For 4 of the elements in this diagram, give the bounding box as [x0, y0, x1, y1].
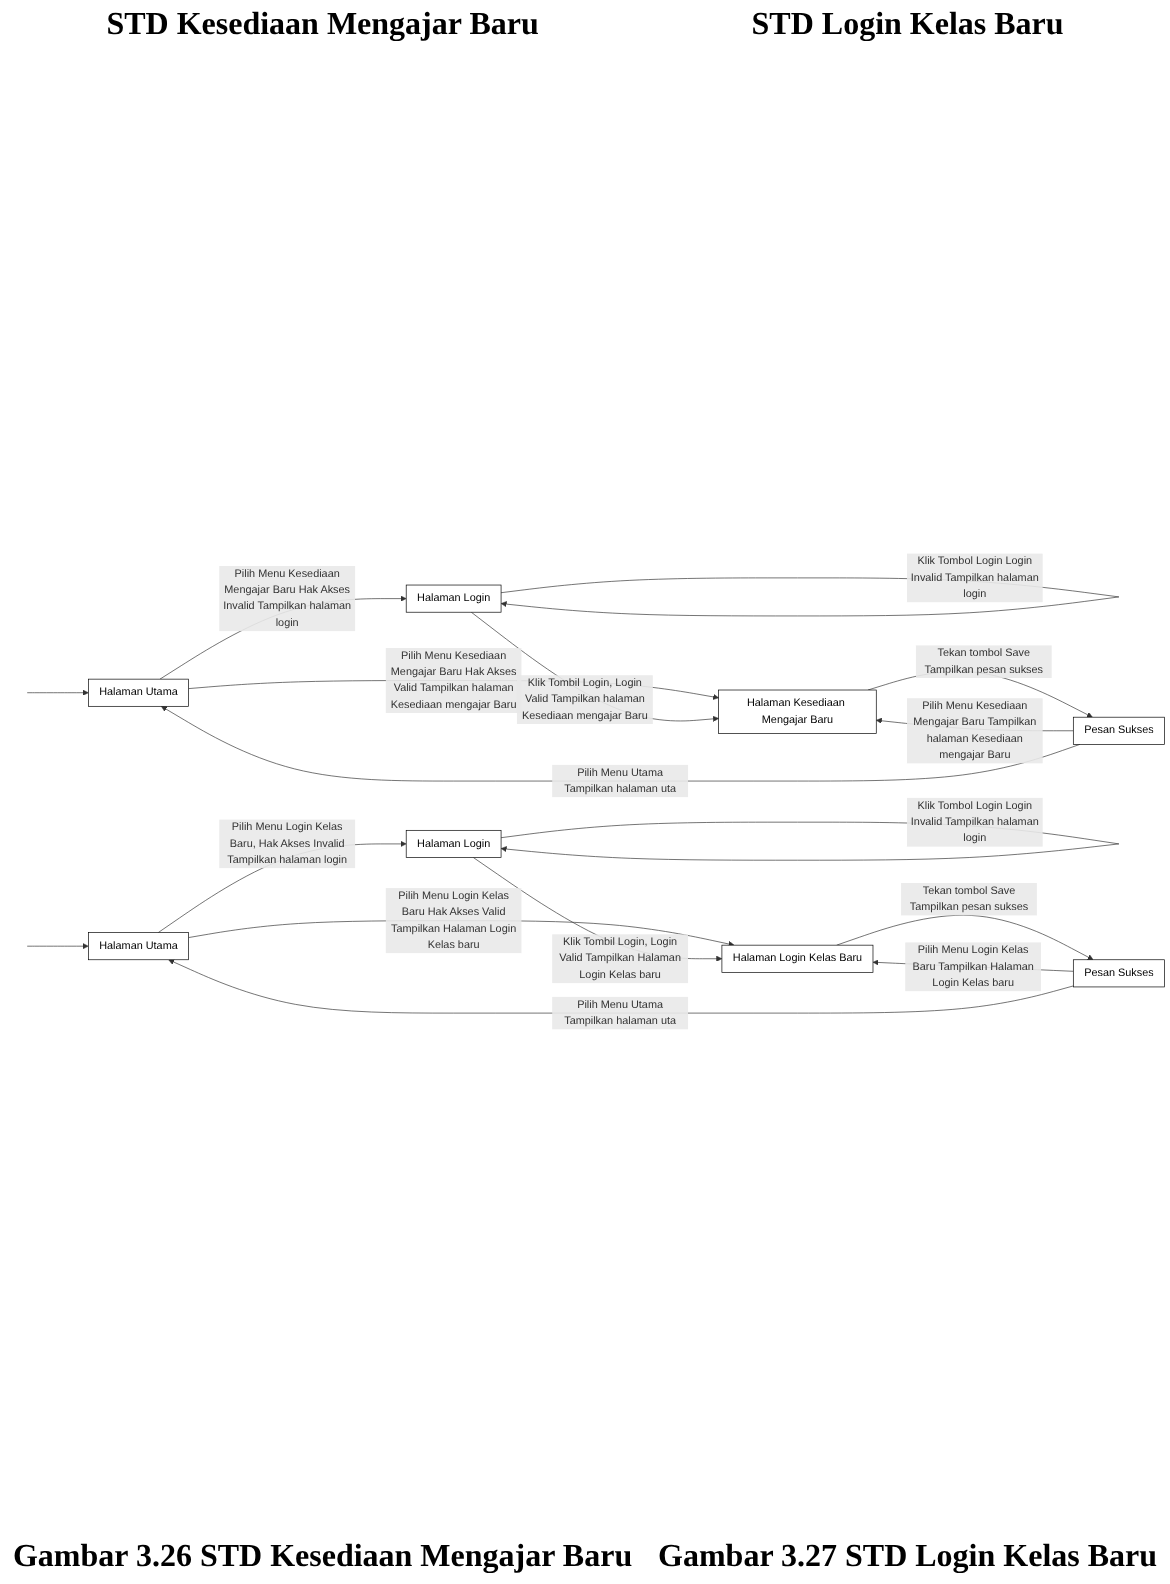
figure-caption: Gambar 3.27 STD Login Kelas Baru	[658, 1540, 1158, 1576]
section-heading: STD Kesediaan Mengajar Baru	[106, 8, 539, 44]
figure-caption: Gambar 3.26 STD Kesediaan Mengajar Baru	[12, 1540, 633, 1576]
section-heading: STD Login Kelas Baru	[751, 8, 1064, 44]
